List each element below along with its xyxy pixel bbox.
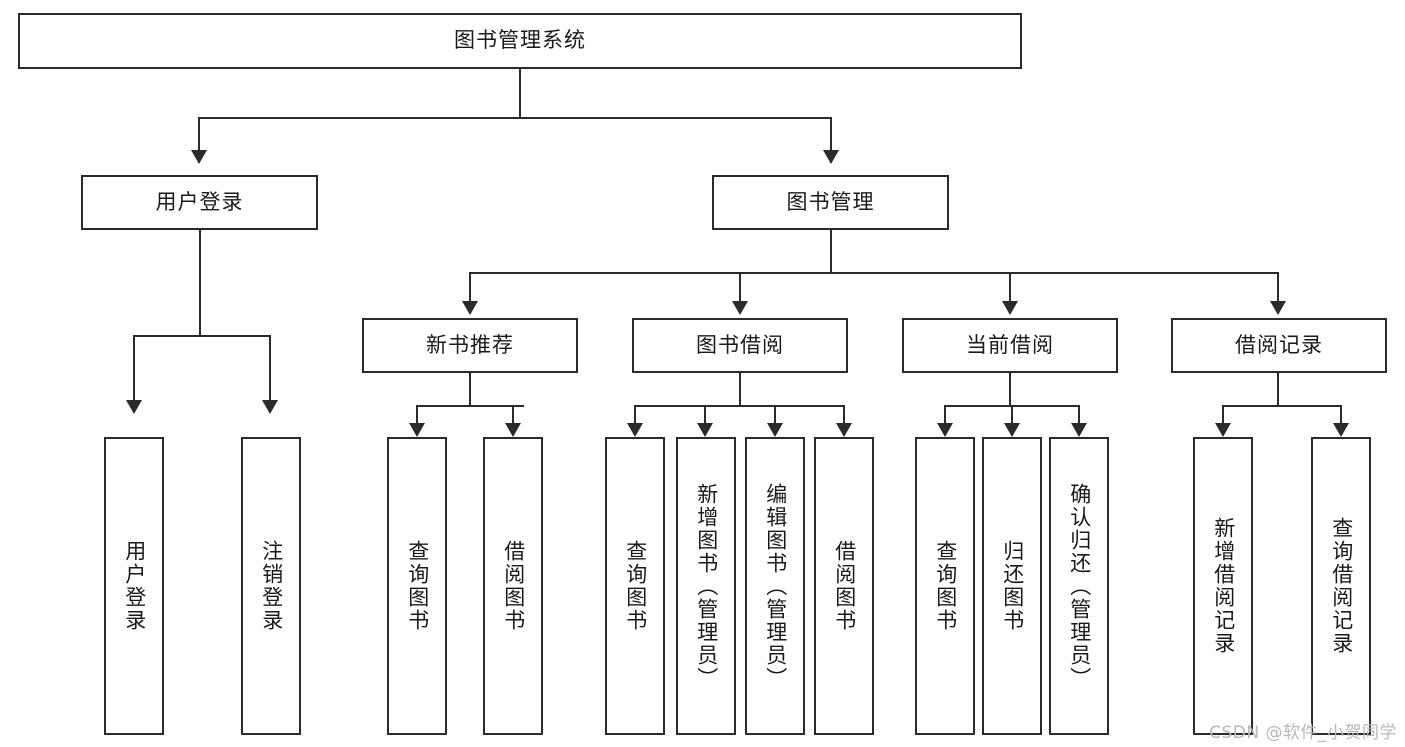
- arrowhead-cb3: [1071, 423, 1087, 437]
- leaf-label: 查询图书: [623, 540, 648, 632]
- connector-drop-br2: [1340, 405, 1342, 427]
- connector-level2-bus: [198, 117, 832, 119]
- arrowhead-book-borrow: [732, 301, 748, 315]
- leaf-label: 确认归还（管理员）: [1067, 482, 1092, 690]
- connector-drop-bb3: [774, 405, 776, 427]
- node-root-book-management-system[interactable]: 图书管理系统: [18, 13, 1022, 69]
- leaf-borrow-book-recommend[interactable]: 借阅图书: [483, 437, 543, 735]
- connector-drop-current-borrow: [1009, 272, 1011, 304]
- connector-drop-borrow-record: [1277, 272, 1279, 304]
- connector-drop-ng2: [512, 405, 514, 427]
- leaf-label: 归还图书: [1000, 540, 1025, 632]
- connector-drop-new-book-recommend: [469, 272, 471, 304]
- leaf-logout[interactable]: 注销登录: [241, 437, 301, 735]
- connector-borrow-record-bus: [1222, 405, 1341, 407]
- connector-book-borrow-stem: [739, 373, 741, 405]
- arrowhead-cb2: [1004, 423, 1020, 437]
- connector-book-borrow-bus: [634, 405, 845, 407]
- leaf-label: 查询图书: [405, 540, 430, 632]
- leaf-query-borrow-record[interactable]: 查询借阅记录: [1311, 437, 1371, 735]
- arrowhead-leaf-user-login: [126, 400, 142, 414]
- connector-drop-br1: [1222, 405, 1224, 427]
- node-current-borrow[interactable]: 当前借阅: [902, 318, 1118, 373]
- connector-drop-cb3: [1078, 405, 1080, 427]
- connector-drop-cb1: [944, 405, 946, 427]
- leaf-label: 注销登录: [259, 540, 284, 632]
- leaf-query-book-recommend[interactable]: 查询图书: [387, 437, 447, 735]
- leaf-query-book-current[interactable]: 查询图书: [915, 437, 975, 735]
- node-label: 借阅记录: [1235, 332, 1323, 357]
- arrowhead-bb2: [697, 423, 713, 437]
- arrowhead-borrow-record: [1270, 301, 1286, 315]
- node-label: 图书管理: [786, 189, 875, 214]
- connector-level3-bus: [469, 272, 1278, 274]
- node-book-borrow[interactable]: 图书借阅: [632, 318, 848, 373]
- connector-drop-book-management: [830, 117, 832, 153]
- connector-current-borrow-stem: [1009, 373, 1011, 405]
- connector-drop-ng1: [416, 405, 418, 427]
- arrowhead-user-login: [191, 150, 207, 164]
- leaf-label: 新增图书（管理员）: [694, 482, 719, 690]
- leaf-edit-book-admin[interactable]: 编辑图书（管理员）: [745, 437, 805, 735]
- arrowhead-book-management: [823, 150, 839, 164]
- node-new-book-recommend[interactable]: 新书推荐: [362, 318, 578, 373]
- node-book-management[interactable]: 图书管理: [712, 175, 949, 230]
- connector-new-book-recommend-bus: [416, 405, 524, 407]
- arrowhead-cb1: [937, 423, 953, 437]
- leaf-label: 借阅图书: [501, 540, 526, 632]
- leaf-label: 查询借阅记录: [1329, 517, 1354, 655]
- arrowhead-bb4: [836, 423, 852, 437]
- leaf-label: 借阅图书: [832, 540, 857, 632]
- arrowhead-ng1: [409, 423, 425, 437]
- connector-borrow-record-stem: [1277, 373, 1279, 405]
- node-label: 图书借阅: [696, 332, 784, 357]
- leaf-add-borrow-record[interactable]: 新增借阅记录: [1193, 437, 1253, 735]
- arrowhead-ng2: [505, 423, 521, 437]
- leaf-confirm-return-admin[interactable]: 确认归还（管理员）: [1049, 437, 1109, 735]
- leaf-query-book-borrow[interactable]: 查询图书: [605, 437, 665, 735]
- leaf-borrow-book[interactable]: 借阅图书: [814, 437, 874, 735]
- node-label: 图书管理系统: [454, 28, 586, 53]
- connector-user-login-bus: [133, 335, 269, 337]
- connector-user-login-stem: [199, 230, 201, 335]
- leaf-label: 编辑图书（管理员）: [763, 482, 788, 690]
- arrowhead-current-borrow: [1002, 301, 1018, 315]
- node-label: 用户登录: [155, 189, 244, 214]
- connector-drop-bb1: [634, 405, 636, 427]
- leaf-user-login[interactable]: 用户登录: [104, 437, 164, 735]
- node-user-login[interactable]: 用户登录: [81, 175, 318, 230]
- leaf-label: 新增借阅记录: [1211, 517, 1236, 655]
- leaf-label: 用户登录: [122, 540, 147, 632]
- connector-new-book-recommend-stem: [469, 373, 471, 405]
- connector-drop-user-login: [198, 117, 200, 153]
- connector-book-management-stem: [830, 230, 832, 272]
- arrowhead-br1: [1215, 423, 1231, 437]
- node-label: 当前借阅: [966, 332, 1054, 357]
- node-borrow-record[interactable]: 借阅记录: [1171, 318, 1387, 373]
- arrowhead-leaf-logout: [262, 400, 278, 414]
- node-label: 新书推荐: [426, 332, 514, 357]
- connector-drop-leaf-user-login: [133, 335, 135, 403]
- arrowhead-br2: [1333, 423, 1349, 437]
- connector-drop-leaf-logout: [269, 335, 271, 403]
- connector-drop-book-borrow: [739, 272, 741, 304]
- connector-drop-cb2: [1011, 405, 1013, 427]
- arrowhead-bb3: [767, 423, 783, 437]
- leaf-label: 查询图书: [933, 540, 958, 632]
- connector-drop-bb4: [843, 405, 845, 427]
- connector-root-stem: [519, 69, 521, 117]
- arrowhead-new-book-recommend: [462, 301, 478, 315]
- connector-drop-bb2: [704, 405, 706, 427]
- leaf-add-book-admin[interactable]: 新增图书（管理员）: [676, 437, 736, 735]
- arrowhead-bb1: [627, 423, 643, 437]
- leaf-return-book[interactable]: 归还图书: [982, 437, 1042, 735]
